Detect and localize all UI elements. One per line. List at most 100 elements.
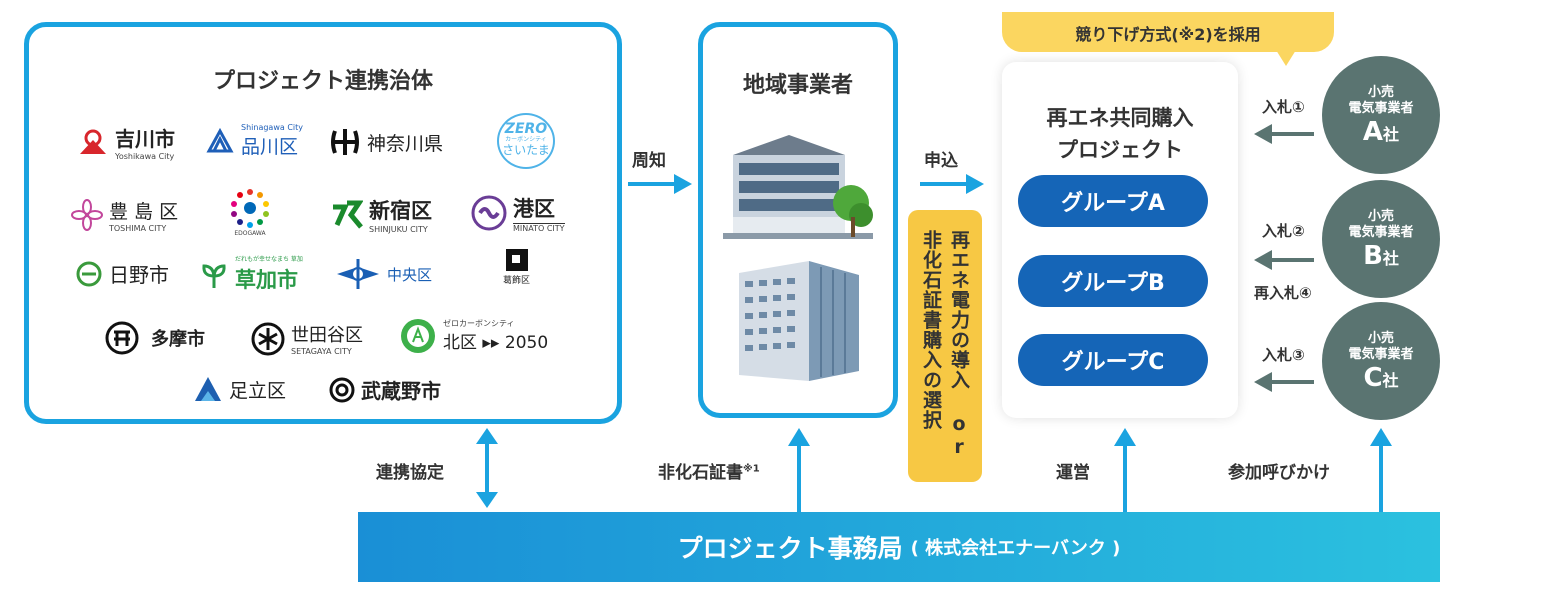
agreement-label: 連携協定 [376,463,444,483]
project-office-name: プロジェクト事務局 [677,534,903,563]
project-office-bar: プロジェクト事務局 ( 株式会社エナーバンク ) [358,512,1440,582]
local-business-box: 地域事業者 [698,22,898,418]
soka-name: 草加市 [235,268,298,292]
retailer-c-line2: 電気事業者 [1348,347,1414,362]
descending-bid-banner: 競り下げ方式(※2)を採用 [1002,12,1334,52]
retailer-a-line1: 小売 [1367,85,1394,100]
katsushika-emblem-icon [505,249,528,271]
hino-emblem-icon [76,261,102,286]
group-b-button[interactable]: グループB [1018,255,1208,307]
tall-building-icon [739,261,859,381]
logo-kita: ゼロカーボンシティ北区 ▸▸ 2050 [399,317,548,355]
kita-leaf-icon [401,319,435,353]
saitama-zero: ZERO [504,121,548,137]
logo-adachi: 足立区 [193,375,286,403]
call-up-arrow [1370,428,1392,512]
retailer-a-company: A社 [1362,117,1400,147]
bid-1-arrow-head [1254,124,1272,144]
soka-sub: だれもが幸せなまち 草加 [235,256,303,263]
logo-saitama: ZERO カーボンシティ さいたま [497,113,555,169]
retailer-a-circle: 小売 電気事業者 A社 [1322,56,1440,174]
setagaya-name: 世田谷区 [291,325,363,346]
operate-label: 運営 [1056,463,1090,483]
logo-shinagawa: Shinagawa City 品川区 [205,123,303,159]
descending-bid-text: 競り下げ方式(※2)を採用 [1075,25,1261,44]
bid-1-arrow-line [1268,132,1314,136]
shinjuku-sub: SHINJUKU CITY [369,225,428,234]
saitama-name: さいたま [502,143,550,157]
logo-musashino: 武蔵野市 [329,375,441,404]
shinagawa-name: 品川区 [241,136,299,158]
certificate-label: 非化石証書※1 [658,463,760,483]
bid-3-arrow-line [1268,380,1314,384]
minato-emblem-icon [471,195,507,231]
yoshikawa-emblem-icon [80,129,106,154]
agreement-double-arrow [476,428,498,508]
musashino-emblem-icon [329,377,355,402]
yoshikawa-sub: Yoshikawa City [115,152,175,161]
logo-soka: だれもが幸せなまち 草加草加市 [199,255,303,294]
certificate-up-arrow [788,428,810,512]
apply-arrow-head [966,174,984,194]
retailer-a-line2: 電気事業者 [1348,101,1414,116]
chuo-emblem-icon [337,259,379,289]
notify-arrow-head [674,174,692,194]
local-business-title: 地域事業者 [742,73,853,98]
apply-label: 申込 [924,151,958,171]
project-title-line2: プロジェクト [1057,138,1183,162]
bid-2-arrow-line [1268,258,1314,262]
adachi-name: 足立区 [229,379,287,402]
adachi-triangle-icon [195,377,221,401]
yoshikawa-name: 吉川市 [115,127,175,151]
logo-shinjuku: 新宿区 SHINJUKU CITY [329,195,432,234]
saitama-zero-badge: ZERO カーボンシティ さいたま [497,113,555,169]
katsushika-name: 葛飾区 [503,276,531,286]
shinjuku-name: 新宿区 [369,199,432,223]
choice-box: 再エネ電力の導入 or 非化石証書購入の選択 [908,210,982,482]
retailer-c-circle: 小売 電気事業者 C社 [1322,302,1440,420]
minato-name: 港区 [513,197,555,221]
logo-tama: 多摩市 [105,321,205,355]
retailer-b-line1: 小売 [1367,209,1394,224]
banner-pointer [1276,50,1296,66]
choice-text: 再エネ電力の導入 or 非化石証書購入の選択 [920,230,970,459]
shinjuku-emblem-icon [333,200,363,229]
tama-emblem-icon [105,321,139,355]
office-building-icon [723,135,873,239]
retailer-c-company: C社 [1363,363,1399,393]
group-a-button[interactable]: グループA [1018,175,1208,227]
project-title-line1: 再エネ共同購入 [1046,106,1194,130]
shinagawa-emblem-icon [206,127,234,153]
soka-leaf-icon [202,263,226,288]
apply-arrow-line [920,182,970,186]
retailer-b-circle: 小売 電気事業者 B社 [1322,180,1440,298]
logo-kanagawa: 神奈川県 [329,127,443,157]
toshima-sub: TOSHIMA CITY [109,224,167,233]
rebid-4-label: 再入札④ [1254,284,1312,302]
operate-up-arrow [1114,428,1136,512]
setagaya-sub: SETAGAYA CITY [291,347,352,356]
group-c-button[interactable]: グループC [1018,334,1208,386]
toshima-flower-icon [71,199,103,231]
partners-title: プロジェクト連携治体 [212,69,433,94]
project-office-org: ( 株式会社エナーバンク ) [910,538,1121,559]
logo-edogawa: EDOGAWA [229,187,271,238]
chuo-name: 中央区 [387,265,433,284]
saitama-sub: カーボンシティ [505,136,547,143]
bid-2-arrow-head [1254,250,1272,270]
bid-2-label: 入札② [1262,222,1305,240]
shinagawa-sub: Shinagawa City [241,123,303,132]
setagaya-emblem-icon [251,322,285,355]
bid-3-arrow-head [1254,372,1272,392]
notify-label: 周知 [632,151,666,171]
retailer-b-line2: 電気事業者 [1348,225,1414,240]
retailer-c-line1: 小売 [1367,331,1394,346]
musashino-name: 武蔵野市 [361,379,441,403]
edogawa-sub: EDOGAWA [234,230,266,237]
notify-arrow-line [628,182,678,186]
